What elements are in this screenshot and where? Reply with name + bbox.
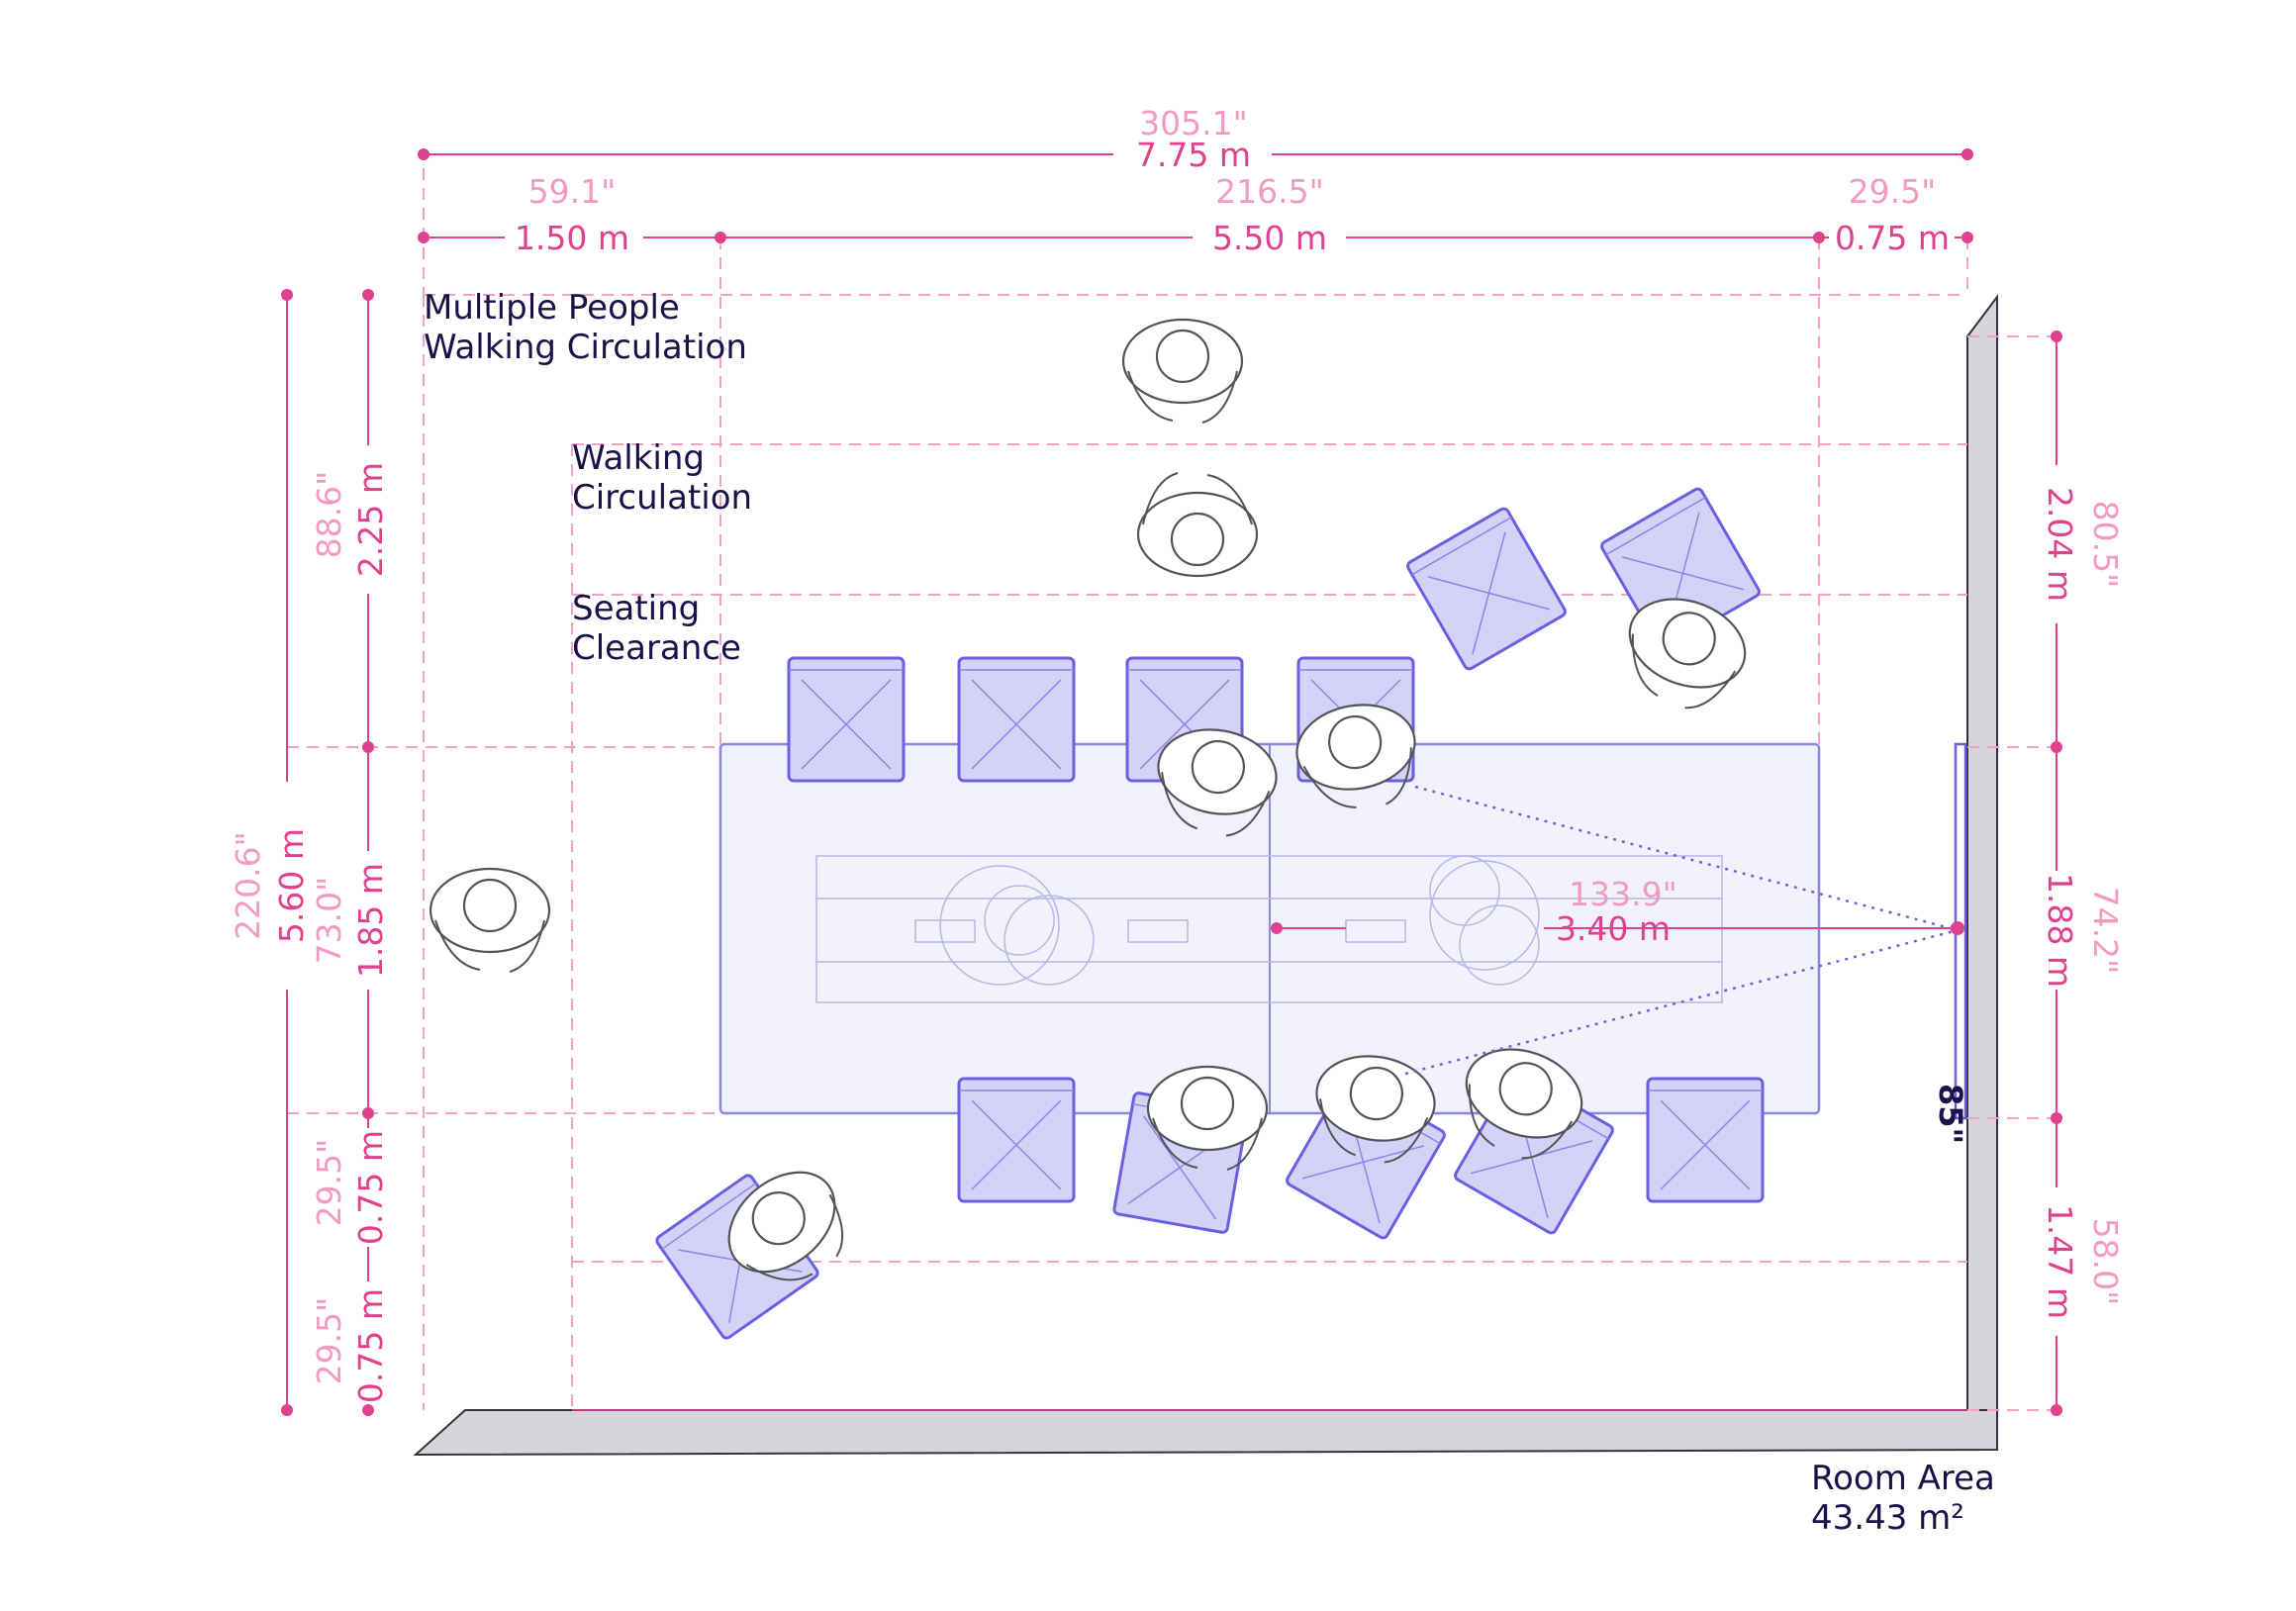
person-figure (1628, 598, 1747, 710)
chair (957, 656, 1076, 783)
table-depth-inches: 73.0" (310, 877, 348, 965)
room-area: Room Area 43.43 m² (1811, 1459, 1995, 1538)
left-segment-dimensions: 88.6" 2.25 m 73.0" 1.85 m 29.5" 0.75 m 2… (310, 289, 390, 1416)
seating-clearance-label-line1: Seating (572, 589, 700, 628)
top-clearance-inches: 88.6" (310, 471, 348, 559)
seating-clearance-inches: 29.5" (310, 1139, 348, 1227)
right-wall (1966, 294, 1998, 1451)
chair (1646, 1077, 1765, 1203)
total-width-meters: 7.75 m (1136, 136, 1251, 174)
viewing-angle-lines (1404, 785, 1959, 1076)
viewing-distance-meters: 3.40 m (1556, 909, 1671, 948)
total-depth-inches: 220.6" (229, 831, 267, 940)
walking-circulation-label-line2: Circulation (572, 478, 752, 518)
chair (787, 656, 906, 783)
right-segment-dimensions: 80.5" 2.04 m 74.2" 1.88 m 58.0" 1.47 m (2041, 331, 2125, 1416)
people (429, 318, 1747, 1281)
zone-labels: Multiple People Walking Circulation Walk… (424, 288, 752, 668)
room-area-title: Room Area (1811, 1459, 1995, 1498)
table-zone-inches: 216.5" (1215, 172, 1324, 211)
walkway-meters: 0.75 m (351, 1288, 390, 1403)
top-total-dimension: 305.1" 7.75 m (418, 104, 1973, 174)
chair (957, 1077, 1076, 1203)
right-top-inches: 80.5" (2086, 501, 2125, 589)
person-figure (1157, 728, 1278, 837)
plant-left (939, 865, 1095, 986)
right-bottom-meters: 1.47 m (2041, 1204, 2079, 1319)
walkway-inches: 29.5" (310, 1297, 348, 1385)
table-zone-meters: 5.50 m (1212, 219, 1327, 257)
person-figure (1295, 704, 1416, 808)
tv-screen: 85" (1932, 742, 1969, 1144)
multiple-people-label-line1: Multiple People (424, 288, 680, 328)
top-clearance-meters: 2.25 m (351, 462, 390, 577)
person-figure (1146, 1065, 1269, 1171)
right-zone-inches: 29.5" (1849, 172, 1937, 211)
total-width-inches: 305.1" (1139, 104, 1248, 142)
chair (1406, 507, 1567, 671)
room-area-value: 43.43 m² (1811, 1498, 1964, 1538)
left-zone-inches: 59.1" (528, 172, 617, 211)
person-figure (1136, 472, 1259, 578)
top-segment-dimensions: 59.1" 1.50 m 216.5" 5.50 m 29.5" 0.75 m (418, 172, 1973, 257)
right-screen-inches: 74.2" (2086, 887, 2125, 975)
table-depth-meters: 1.85 m (351, 863, 390, 978)
viewing-distance-dimension: 133.9" 3.40 m (1271, 875, 1964, 948)
right-bottom-inches: 58.0" (2086, 1218, 2125, 1306)
multiple-people-label-line2: Walking Circulation (424, 328, 747, 367)
bottom-wall (413, 1409, 1998, 1457)
person-figure (1465, 1048, 1583, 1160)
seating-clearance-meters: 0.75 m (351, 1130, 390, 1245)
right-top-meters: 2.04 m (2041, 487, 2079, 602)
walking-circulation-label-line1: Walking (572, 438, 705, 478)
plant-right (1429, 855, 1540, 986)
person-figure (1121, 318, 1244, 424)
guide-lines (287, 148, 2057, 1411)
person-figure (1315, 1055, 1436, 1164)
left-total-dimension: 220.6" 5.60 m (229, 289, 311, 1416)
seating-clearance-label-line2: Clearance (572, 628, 741, 668)
viewing-distance-inches: 133.9" (1569, 875, 1677, 913)
right-zone-meters: 0.75 m (1835, 219, 1950, 257)
person-figure (429, 867, 551, 973)
person-figure (727, 1171, 844, 1281)
total-depth-meters: 5.60 m (272, 828, 311, 943)
left-zone-meters: 1.50 m (515, 219, 629, 257)
right-screen-meters: 1.88 m (2041, 873, 2079, 988)
screen-size-label: 85" (1932, 1084, 1969, 1144)
